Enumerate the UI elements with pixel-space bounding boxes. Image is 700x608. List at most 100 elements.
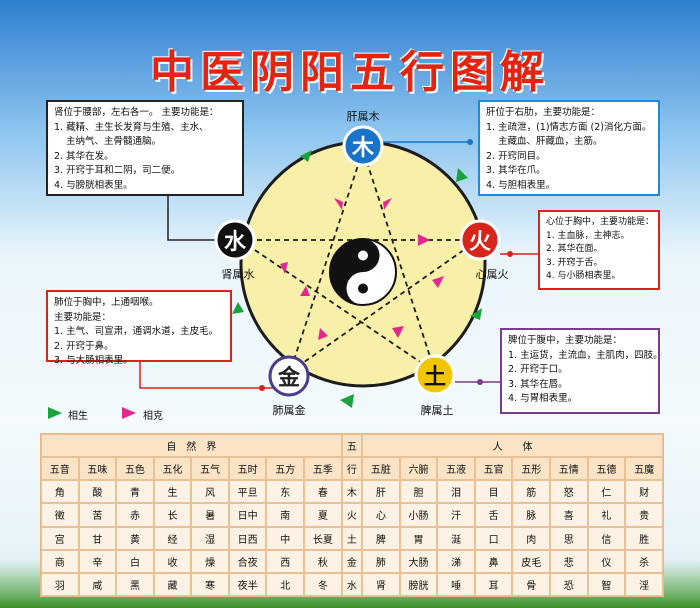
kidney-line: 3. 开窍于耳和二阴，司二便。 [54, 165, 181, 176]
table-cell: 徵 [41, 503, 79, 527]
fire-label: 心属火 [476, 268, 509, 281]
table-cell: 藏 [153, 572, 192, 596]
table-cell: 仪 [587, 549, 626, 573]
yin-yang-symbol [329, 238, 397, 306]
body-header: 五官 [474, 457, 513, 481]
liver-info-box: 肝位于右肋，主要功能是： 1. 主疏泄，(1)情志方面 (2)消化方面。 主藏血… [478, 100, 660, 196]
lung-line: 1. 主气、司宣肃，通调水道，主皮毛。 [54, 326, 219, 337]
table-cell: 燥 [191, 549, 229, 573]
node-wood: 木 肝属木 [342, 110, 384, 167]
body-header: 五情 [550, 457, 588, 481]
spleen-line: 3. 其华在唇。 [508, 378, 568, 390]
table-cell: 冬 [304, 572, 342, 596]
table-cell: 西 [266, 549, 305, 573]
heart-line: 2. 其华在面。 [546, 244, 603, 254]
table-cell: 生 [153, 480, 192, 504]
table-cell: 白 [116, 549, 154, 573]
water-char: 水 [224, 229, 247, 255]
table-cell: 赤 [116, 503, 154, 527]
table-row: 角酸青生风平旦东春木肝胆泪目筋怒仁财 [41, 480, 663, 504]
table-cell: 信 [587, 526, 626, 550]
table-cell: 甘 [78, 526, 117, 550]
nature-header: 五味 [78, 457, 117, 481]
table-cell: 暑 [191, 503, 229, 527]
table-cell: 怒 [550, 480, 588, 504]
legend-restrain-icon [122, 407, 136, 419]
body-header: 五魔 [625, 457, 663, 481]
table-cell: 苦 [78, 503, 117, 527]
table-cell: 黄 [116, 526, 154, 550]
table-cell: 土 [341, 526, 363, 550]
table-cell: 皮毛 [512, 549, 551, 573]
fire-char: 火 [469, 229, 491, 255]
generate-arrow [470, 308, 482, 320]
table-cell: 夜半 [228, 572, 267, 596]
liver-line: 3. 其华在爪。 [486, 165, 546, 176]
group-body: 人 体 [362, 434, 663, 458]
table-cell: 脉 [512, 503, 551, 527]
table-cell: 胃 [399, 526, 438, 550]
nature-header: 五音 [41, 457, 79, 481]
table-cell: 夏 [304, 503, 342, 527]
table-cell: 肾 [362, 572, 400, 596]
liver-line: 主藏血、肝藏血，主筋。 [498, 136, 603, 147]
table-cell: 经 [153, 526, 192, 550]
table-cell: 青 [116, 480, 154, 504]
table-cell: 舌 [474, 503, 513, 527]
restrain-arrow [418, 234, 430, 246]
table-cell: 火 [341, 503, 363, 527]
table-cell: 东 [266, 480, 305, 504]
body-header: 六腑 [399, 457, 438, 481]
restrain-arrow [392, 326, 404, 338]
table-cell: 肝 [362, 480, 400, 504]
kidney-line: 主纳气、主骨髓通脑。 [66, 136, 162, 147]
nature-header: 五季 [304, 457, 342, 481]
restrain-arrow [318, 328, 328, 340]
liver-line: 肝位于右肋，主要功能是： [486, 107, 601, 118]
legend-generate-label: 相生 [68, 411, 88, 422]
nature-header: 五色 [116, 457, 154, 481]
table-cell: 平旦 [228, 480, 267, 504]
table-cell: 大肠 [399, 549, 438, 573]
restrain-arrow [280, 262, 288, 274]
water-label: 肾属水 [222, 268, 255, 281]
restrain-arrow [383, 198, 392, 210]
correspondence-table: 自 然 界 五 人 体 五音 五味 五色 五化 五气 五时 五方 五季 行 五脏… [40, 433, 664, 597]
earth-label: 脾属土 [421, 403, 454, 417]
table-cell: 北 [266, 572, 305, 596]
table-cell: 耳 [474, 572, 513, 596]
table-cell: 酸 [78, 480, 117, 504]
table-cell: 长 [153, 503, 192, 527]
table-group-row: 自 然 界 五 人 体 [41, 434, 663, 458]
heart-info-box: 心位于胸中，主要功能是： 1. 主血脉，主神志。 2. 其华在面。 3. 开窍于… [538, 210, 660, 290]
generate-arrow [340, 394, 354, 408]
table-cell: 思 [550, 526, 588, 550]
table-cell: 湿 [191, 526, 229, 550]
table-row: 徵苦赤长暑日中南夏火心小肠汗舌脉喜礼贵 [41, 503, 663, 527]
node-water: 水 肾属水 [214, 219, 256, 281]
lung-info-box: 肺位于胸中，上通咽喉。 主要功能是： 1. 主气、司宣肃，通调水道，主皮毛。 2… [46, 290, 232, 366]
table-cell: 淫 [625, 572, 663, 596]
nature-header: 五方 [266, 457, 305, 481]
table-cell: 泪 [437, 480, 475, 504]
table: 自 然 界 五 人 体 五音 五味 五色 五化 五气 五时 五方 五季 行 五脏… [40, 433, 664, 597]
group-five: 五 [341, 434, 363, 458]
table-cell: 中 [266, 526, 305, 550]
table-cell: 辛 [78, 549, 117, 573]
kidney-line: 4. 与膀胱相表里。 [54, 179, 133, 191]
page-title: 中医阴阳五行图解 [150, 47, 550, 98]
table-cell: 目 [474, 480, 513, 504]
kidney-line: 1. 藏精、主生长发育与生殖、主水、 [54, 121, 209, 133]
table-cell: 礼 [587, 503, 626, 527]
restrain-arrow [300, 286, 310, 296]
table-cell: 金 [341, 549, 363, 573]
table-cell: 口 [474, 526, 513, 550]
restrain-arrows [280, 198, 444, 340]
table-cell: 长夏 [304, 526, 342, 550]
heart-line: 3. 开窍于舌。 [546, 257, 603, 268]
node-earth: 土 脾属土 [414, 354, 456, 417]
table-cell: 肺 [362, 549, 400, 573]
group-nature: 自 然 界 [41, 434, 342, 458]
spleen-line: 1. 主运货，主流血，主肌肉，四肢。 [508, 349, 663, 361]
table-cell: 羽 [41, 572, 79, 596]
